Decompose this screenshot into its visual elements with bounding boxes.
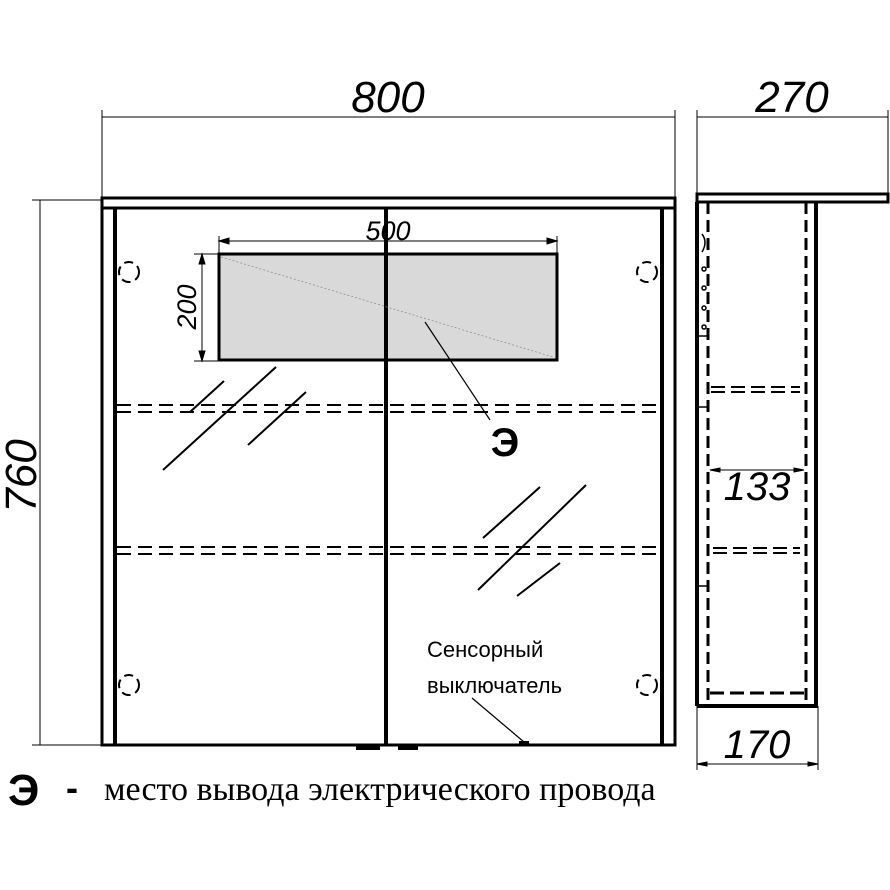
light-height-label: 200 [172, 284, 202, 330]
legend-text: место вывода электрического провода [104, 771, 656, 808]
height-dimension-label: 760 [0, 439, 46, 513]
legend-symbol: Э [8, 766, 39, 815]
sensor-switch-label-line2: выключатель [427, 673, 562, 698]
shelf-depth-label: 133 [724, 465, 791, 509]
light-width-dimension [217, 236, 559, 254]
glass-reflection-marks [162, 366, 587, 597]
hinge-icons [118, 261, 658, 696]
light-width-label: 500 [365, 216, 410, 246]
legend: Э - место вывода электрического провода [8, 766, 656, 815]
shelf-depth-dimension [709, 467, 805, 473]
sensor-switch-leader [471, 697, 525, 743]
width-dimension-label: 800 [351, 73, 425, 122]
height-dimension [32, 199, 102, 746]
depth-top-dimension [696, 110, 889, 195]
sensor-switch-label-line1: Сенсорный [427, 637, 543, 662]
body-depth-label: 170 [724, 723, 791, 767]
light-panel-diagonal [220, 256, 554, 358]
shelves-dashed [117, 404, 660, 555]
outlet-marker: Э [491, 421, 519, 465]
depth-top-label: 270 [754, 73, 829, 122]
side-hinge-icons [701, 233, 707, 330]
light-height-dimension [194, 252, 219, 363]
outlet-leader-line [424, 321, 491, 421]
body-depth-dimension [696, 706, 819, 770]
cabinet-front [100, 196, 677, 747]
legend-dash: - [66, 767, 78, 808]
cabinet-side [695, 192, 890, 708]
feet [356, 741, 529, 750]
width-dimension [101, 110, 676, 200]
